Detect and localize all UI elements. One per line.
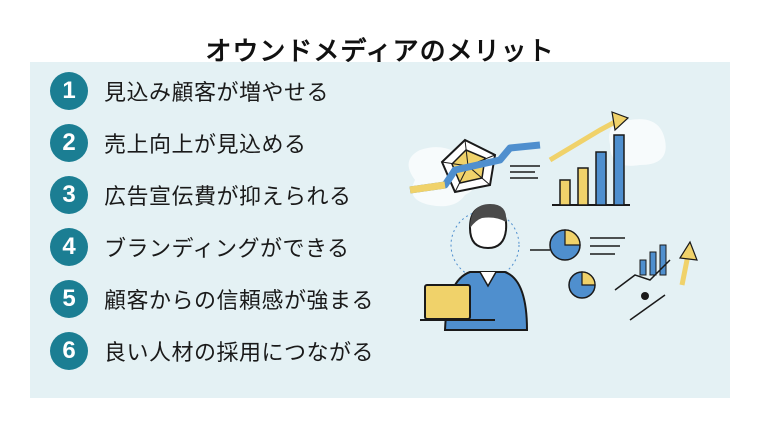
list-item: 2 売上向上が見込める xyxy=(50,124,374,162)
benefit-text: 顧客からの信頼感が強まる xyxy=(104,289,375,314)
benefit-text: 見込み顧客が増やせる xyxy=(104,81,330,106)
benefit-list: 1 見込み顧客が増やせる 2 売上向上が見込める 3 広告宣伝費が抑えられる 4… xyxy=(50,72,374,384)
list-item: 6 良い人材の採用につながる xyxy=(50,332,374,370)
line-chart-icon xyxy=(614,244,671,321)
rising-bar-chart-icon xyxy=(548,111,630,206)
benefit-text: 良い人材の採用につながる xyxy=(104,341,375,366)
up-arrow-icon xyxy=(679,254,691,286)
number-badge: 5 xyxy=(50,280,88,318)
benefit-text: ブランディングができる xyxy=(104,237,350,262)
illustration xyxy=(408,111,698,331)
list-item: 5 顧客からの信頼感が強まる xyxy=(50,280,374,318)
number-badge: 2 xyxy=(50,124,88,162)
number-badge: 4 xyxy=(50,228,88,266)
number-badge: 1 xyxy=(50,72,88,110)
radar-chart-icon xyxy=(440,138,497,194)
number-badge: 6 xyxy=(50,332,88,370)
pie-chart-icon xyxy=(530,229,625,299)
up-arrow-icon xyxy=(678,240,698,261)
number-badge: 3 xyxy=(50,176,88,214)
person-with-laptop-icon xyxy=(420,204,529,331)
benefit-text: 売上向上が見込める xyxy=(104,133,307,158)
trend-arrow-icon xyxy=(409,181,446,194)
list-item: 3 広告宣伝費が抑えられる xyxy=(50,176,374,214)
list-item: 4 ブランディングができる xyxy=(50,228,374,266)
list-item: 1 見込み顧客が増やせる xyxy=(50,72,374,110)
benefit-text: 広告宣伝費が抑えられる xyxy=(104,185,352,210)
